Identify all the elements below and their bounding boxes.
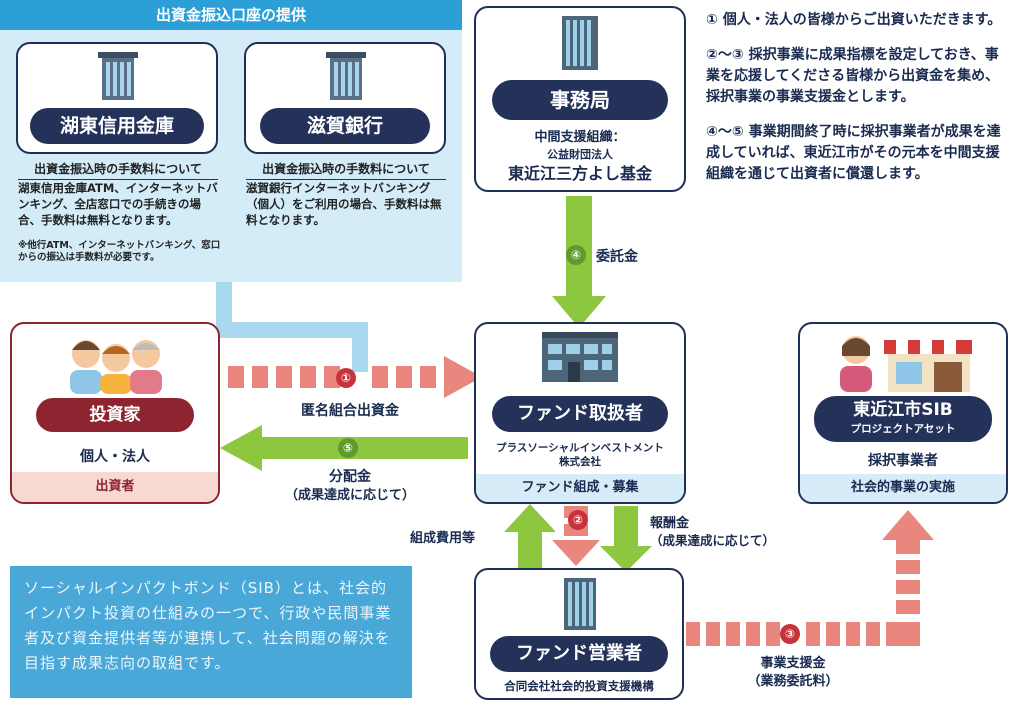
office-building-icon: [542, 332, 618, 382]
flow-label-distribution-note: （成果達成に応じて）: [284, 488, 415, 503]
fee-heading-koto: 出資金振込時の手数料について: [18, 160, 218, 180]
sib-description-box: ソーシャルインパクトボンド（SIB）とは、社会的インパクト投資の仕組みの一つで、…: [10, 566, 412, 698]
office-building-icon: [564, 578, 596, 630]
fund-handler-card: ファンド取扱者 プラスソーシャルインベストメント 株式会社 ファンド組成・募集: [474, 322, 686, 504]
info-step-1: ① 個人・法人の皆様からご出資いただきます。: [706, 12, 1002, 28]
sib-project-sub: 採択事業者: [868, 453, 938, 469]
flow-label-consignment: 委託金: [596, 249, 638, 265]
office-building-icon: [562, 16, 598, 70]
building-icon: [98, 52, 138, 100]
building-icon: [326, 52, 366, 100]
flow-label-business-support: 事業支援金: [760, 656, 826, 671]
flow-label-investment: 匿名組合出資金: [301, 403, 399, 419]
flow-label-setup-cost: 組成費用等: [410, 531, 476, 546]
fund-handler-footer: ファンド組成・募集: [476, 474, 684, 502]
fund-handler-company-line2: 株式会社: [559, 456, 601, 468]
sib-project-card: 東近江市SIB プロジェクトアセット 採択事業者 社会的事業の実施: [798, 322, 1008, 504]
investor-sub: 個人・法人: [80, 449, 150, 465]
arrow-setup-cost: [504, 504, 556, 572]
flow-label-distribution: 分配金: [329, 469, 371, 485]
flow-label-business-support-note: （業務委託料）: [747, 674, 839, 689]
secretariat-org-type: 公益財団法人: [547, 148, 613, 161]
info-step-2-3: ②～③ 採択事業に成果指標を設定しておき、事業を応援してくださる皆様から出資金を…: [706, 47, 1000, 105]
investor-label: 投資家: [36, 398, 194, 432]
sib-project-label-line1: 東近江市SIB: [853, 400, 953, 420]
secretariat-card: 事務局 中間支援組織： 公益財団法人 東近江三方よし基金: [474, 6, 686, 192]
flow-number-3: ③: [780, 624, 800, 644]
shop-owner-icon: [840, 336, 972, 392]
investor-footer: 出資者: [12, 472, 218, 502]
flow-label-reward-note: （成果達成に応じて）: [650, 533, 776, 548]
flow-number-5: ⑤: [338, 438, 358, 458]
fee-text-koto: 湖東信用金庫ATM、インターネットバンキング、全店窓口での手続きの場合、手数料は…: [18, 181, 218, 227]
fund-handler-company-line1: プラスソーシャルインベストメント: [496, 442, 664, 454]
fee-text-shiga: 滋賀銀行インターネットバンキング（個人）をご利用の場合、手数料は無料となります。: [246, 181, 442, 227]
arrow-investment: [228, 356, 482, 398]
info-step-4-5: ④～⑤ 事業期間終了時に採択事業者が成果を達成していれば、東近江市がその元本を中…: [706, 124, 1001, 182]
fund-operator-label: ファンド営業者: [490, 636, 668, 672]
bank-panel-title: 出資金振込口座の提供: [0, 0, 462, 30]
bank-card-koto: 湖東信用金庫: [16, 42, 218, 154]
secretariat-role: 中間支援組織：: [534, 130, 626, 145]
bank-card-shiga: 滋賀銀行: [244, 42, 446, 154]
flow-number-1: ①: [336, 368, 356, 388]
sib-project-footer: 社会的事業の実施: [800, 474, 1006, 502]
bank-connector-line: [216, 282, 368, 372]
sib-project-label-line2: プロジェクトアセット: [850, 423, 956, 435]
scheme-description: ① 個人・法人の皆様からご出資いただきます。 ②～③ 採択事業に成果指標を設定し…: [706, 10, 1006, 199]
secretariat-org-name: 東近江三方よし基金: [507, 164, 652, 183]
fund-handler-label: ファンド取扱者: [492, 396, 668, 432]
arrow-distribution: [220, 425, 468, 471]
arrow-business-support: [686, 510, 934, 646]
people-icon: [70, 340, 162, 394]
flow-label-reward: 報酬金: [650, 516, 690, 531]
sib-project-label: 東近江市SIB プロジェクトアセット: [814, 396, 992, 442]
fee-heading-shiga: 出資金振込時の手数料について: [246, 160, 446, 180]
fund-operator-company: 合同会社社会的投資支援機構: [504, 679, 654, 693]
bank-name-koto: 湖東信用金庫: [30, 108, 204, 144]
bank-name-shiga: 滋賀銀行: [260, 108, 430, 144]
investor-card: 投資家 個人・法人 出資者: [10, 322, 220, 504]
fee-note-koto: ※他行ATM、インターネットバンキング、窓口からの振込は手数料が必要です。: [18, 240, 221, 263]
arrow-reward: [600, 506, 652, 572]
secretariat-label: 事務局: [492, 80, 668, 120]
flow-number-4: ④: [566, 245, 586, 265]
flow-number-2: ②: [568, 510, 588, 530]
fund-operator-card: ファンド営業者 合同会社社会的投資支援機構: [474, 568, 684, 700]
